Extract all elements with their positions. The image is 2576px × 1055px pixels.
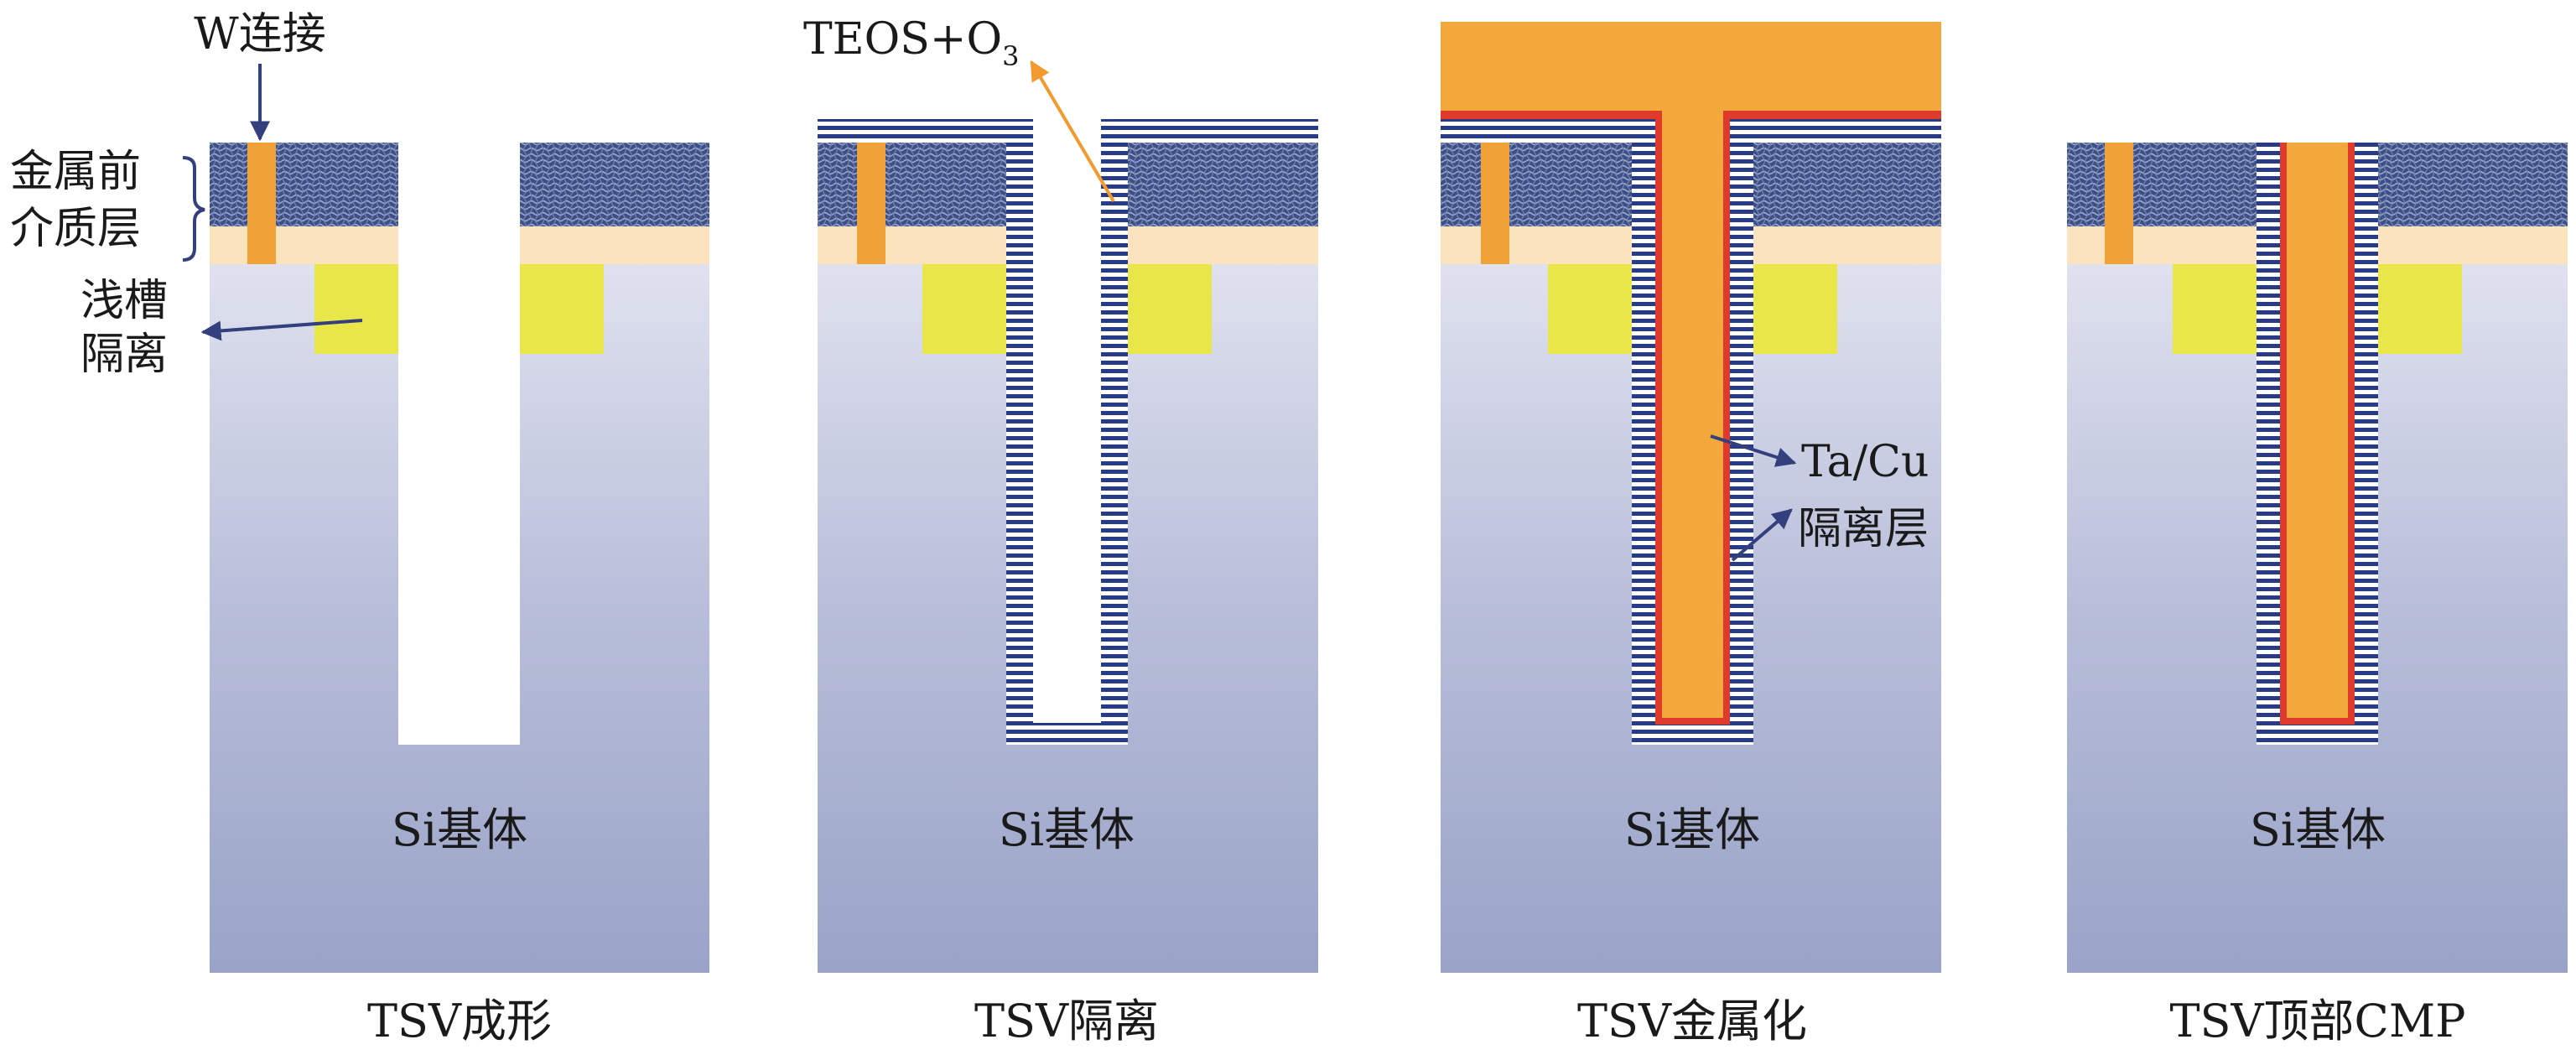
panel-tsv-isolation [818,119,1318,973]
sti-block-left [2173,264,2257,354]
barrier-label: 隔离层 [1798,504,1929,554]
pmd-layer-right [1128,143,1318,226]
teos-label: TEOS+O3 [803,14,1019,72]
buffer-layer-right [2378,226,2568,264]
tsv-hole [398,143,520,745]
panel-tsv-cmp [2067,143,2568,973]
cu-fill [1662,106,1723,718]
cu-overburden [1441,22,1941,111]
w-contact [857,143,886,264]
pmd-label-line1: 金属前 [10,147,141,197]
sti-block-right [1128,264,1212,354]
buffer-layer-left [818,226,1006,264]
buffer-layer-right [1753,226,1941,264]
substrate-label-1: Si基体 [392,803,527,856]
w-contact-label: W连接 [194,9,325,60]
substrate-label-3: Si基体 [1624,803,1760,856]
pmd-layer-left [210,143,398,226]
pmd-layer-left [1441,143,1632,226]
sti-label-line2: 隔离 [80,330,168,380]
tsv-hole [1033,119,1101,723]
pmd-layer-left [2067,143,2257,226]
sti-block-right [1753,264,1837,354]
pmd-label-line2: 介质层 [10,204,141,254]
teos-arrow [1030,60,1115,203]
buffer-layer-left [1441,226,1632,264]
pmd-layer-right [2378,143,2568,226]
ta-cu-arrow [1710,434,1797,467]
cu-fill [2287,143,2348,718]
step-title-2: TSV隔离 [974,995,1159,1047]
sti-label-line1: 浅槽 [80,276,168,326]
buffer-layer-right [520,226,709,264]
oxide-liner-top-right [1753,119,1941,143]
substrate-label-4: Si基体 [2250,803,2386,856]
panel-tsv-metallization [1441,22,1941,973]
step-title-4: TSV顶部CMP [2170,995,2466,1047]
teos-label-subscript: 3 [1002,40,1019,72]
sti-block-right [520,264,604,354]
sti-block-right [2378,264,2462,354]
oxide-liner-top-left [1441,119,1632,143]
buffer-layer-left [2067,226,2257,264]
ta-cu-label: Ta/Cu [1801,437,1929,487]
step-title-1: TSV成形 [367,995,552,1047]
panel-tsv-formation [210,143,709,973]
barrier-arrow [1731,508,1793,562]
teos-label-main: TEOS+O [803,14,1002,65]
pmd-brace [182,156,205,262]
w-contact [247,143,276,264]
oxide-liner-top-right [1128,119,1318,143]
w-contact [1481,143,1509,264]
sti-block-left [922,264,1006,354]
step-title-3: TSV金属化 [1577,995,1807,1047]
pmd-layer-right [1753,143,1941,226]
buffer-layer-right [1128,226,1318,264]
oxide-liner-top-left [818,119,1006,143]
sti-arrow [200,319,363,341]
pmd-layer-right [520,143,709,226]
sti-block-left [314,264,398,354]
w-contact [2105,143,2133,264]
pmd-layer-left [818,143,1006,226]
buffer-layer-left [210,226,398,264]
substrate-label-2: Si基体 [999,803,1135,856]
sti-block-left [1548,264,1632,354]
